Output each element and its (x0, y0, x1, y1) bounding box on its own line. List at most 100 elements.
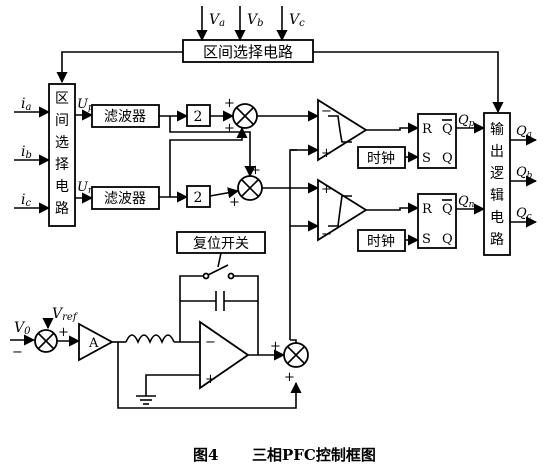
filter-block-2: 滤波器 (91, 186, 160, 210)
ff1-s: S (422, 151, 431, 166)
summing-junction-2 (237, 175, 263, 201)
output-logic-block: 输 出 逻 辑 电 路 (483, 112, 511, 256)
logic-outputs: Qa Qb Qc (510, 124, 538, 228)
left-range-char-6: 路 (55, 201, 69, 217)
reset-switch-label-block: 复位开关 (176, 231, 266, 254)
ground-icon (136, 395, 156, 405)
sum2-plus-b: + (250, 163, 261, 178)
qa-label: Qa (516, 124, 532, 140)
switch-right-wire (233, 275, 259, 301)
comp2-to-ff2 (366, 202, 420, 214)
switch-contact-left (202, 272, 210, 280)
ff2-q: Q (442, 232, 453, 247)
filter-block-1: 滤波器 (91, 104, 160, 128)
top-range-selection-label: 区间选择电路 (203, 43, 293, 61)
output-logic-char-4: 辑 (490, 188, 504, 204)
sum1-plus-a: + (224, 96, 235, 111)
ground-wire (145, 374, 200, 396)
output-logic-char-1: 输 (490, 122, 504, 138)
clock-block-2: 时钟 (357, 229, 406, 252)
ff2-r: R (422, 202, 433, 217)
vref-label: Vref (52, 306, 79, 323)
vc-label: Vc (289, 12, 305, 29)
filter1-label: 滤波器 (104, 109, 146, 125)
ff1-q: Q (442, 151, 453, 166)
gain2-label: 2 (194, 190, 203, 206)
clock2-label: 时钟 (367, 233, 395, 250)
switch-pointer (217, 252, 222, 268)
sum3-plus-b: + (284, 370, 295, 385)
filter1-to-sum2 (169, 116, 256, 178)
left-range-char-5: 电 (55, 179, 69, 195)
amp-feedback-wire (117, 342, 302, 409)
top-to-left-wire (56, 51, 183, 84)
left-range-selection-block: 区 间 选 择 电 路 (48, 83, 76, 227)
qb-label: Qb (516, 165, 533, 181)
caption-number: 图4 (193, 446, 218, 464)
flipflop-2: R S Q Q (417, 193, 457, 249)
current-inputs: ia ib ic (14, 96, 51, 214)
sumv-plus: + (58, 325, 69, 340)
summing-junction-3 (283, 342, 309, 368)
gain1-label: 2 (194, 109, 203, 125)
sum1-plus-b: + (224, 121, 235, 136)
ff1-r: R (422, 122, 433, 137)
v0-minus: − (12, 345, 23, 360)
clock-block-1: 时钟 (357, 146, 406, 169)
comp1-plus: + (321, 146, 332, 161)
carrier-to-comp1 (289, 144, 320, 340)
qn-label: Qn (458, 194, 475, 210)
up-label: Up (77, 97, 94, 113)
opamp-minus: − (205, 335, 216, 350)
ff1-qbar: Q (442, 122, 453, 137)
output-logic-char-6: 路 (490, 232, 504, 248)
top-to-output-wire (313, 51, 504, 114)
inductor (125, 334, 175, 345)
amplifier-a: A (78, 322, 114, 362)
ff2-s: S (422, 232, 431, 247)
ic-label: ic (21, 192, 31, 209)
comp2-minus: − (321, 227, 332, 242)
summing-junction-voltage (34, 329, 58, 353)
switch-blade (207, 264, 229, 276)
left-range-char-4: 择 (55, 157, 69, 173)
ib-label: ib (21, 144, 32, 161)
integrator-opamp: − + (199, 320, 250, 390)
qc-label: Qc (516, 206, 532, 222)
flipflop-1: R S Q Q (417, 113, 457, 169)
summing-junction-1 (232, 103, 258, 129)
comp1-to-ff1 (366, 122, 420, 134)
output-logic-char-2: 出 (490, 144, 504, 160)
filter2-to-sum1 (169, 126, 248, 197)
voltage-inputs: Va Vb Vc (196, 6, 305, 42)
comparator-1: − + (317, 98, 368, 162)
sum2-plus-a: + (229, 195, 240, 210)
opamp-plus: + (205, 372, 216, 387)
ia-label: ia (21, 96, 31, 113)
gain-block-1: 2 (186, 104, 211, 127)
vb-label: Vb (247, 12, 264, 29)
clock1-label: 时钟 (367, 150, 395, 167)
gain-block-2: 2 (186, 185, 211, 208)
v0-label: V0 (14, 320, 31, 337)
output-logic-char-5: 电 (490, 210, 504, 226)
ff2-qbar: Q (442, 202, 453, 217)
sum3-to-carrier (290, 339, 297, 343)
switch-contact-right (227, 272, 235, 280)
sum3-plus-a: + (270, 339, 281, 354)
caption-text: 三相PFC控制框图 (252, 446, 376, 464)
un-label: Un (77, 180, 94, 196)
comparator-2: + − (317, 178, 368, 242)
output-logic-char-3: 逻 (490, 166, 504, 182)
qp-label: Qp (458, 113, 475, 129)
gain2-to-sum2 (209, 187, 240, 199)
left-range-char-2: 间 (55, 113, 69, 129)
switch-left-wire (179, 275, 204, 301)
amp-label: A (88, 336, 99, 351)
filter2-label: 滤波器 (104, 191, 146, 207)
top-range-selection-block: 区间选择电路 (182, 39, 314, 63)
va-label: Va (209, 12, 225, 29)
left-range-char-1: 区 (55, 91, 69, 107)
comp2-plus: + (321, 182, 332, 197)
